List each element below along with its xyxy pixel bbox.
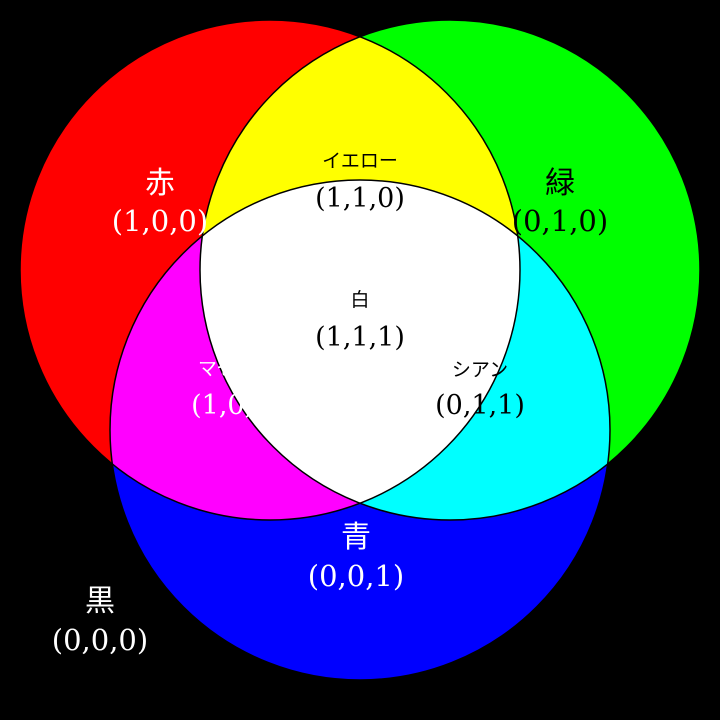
cyan-label-code: (0,1,1) xyxy=(435,390,525,421)
blue-label-code: (0,0,1) xyxy=(308,559,404,593)
magenta-label-name: マゼンタ xyxy=(198,358,274,380)
red-label-name: 赤 xyxy=(145,166,175,201)
black-label-code: (0,0,0) xyxy=(52,623,148,657)
cyan-label-name: シアン xyxy=(452,359,508,381)
white-label-code: (1,1,1) xyxy=(315,322,405,353)
blue-label-name: 青 xyxy=(341,520,371,555)
white-overlap xyxy=(200,180,520,520)
black-label-name: 黒 xyxy=(85,584,115,619)
yellow-label-name: イエロー xyxy=(322,150,398,172)
green-circle-outline xyxy=(199,19,701,521)
red-label-code: (1,0,0) xyxy=(112,204,208,238)
magenta-label-code: (1,0,1) xyxy=(191,390,281,421)
green-label-name: 緑 xyxy=(545,166,575,201)
green-label-code: (0,1,0) xyxy=(512,204,608,238)
red-circle-outline xyxy=(19,19,521,521)
blue-circle-outline xyxy=(109,179,611,681)
white-label-name: 白 xyxy=(350,289,369,311)
yellow-label-code: (1,1,0) xyxy=(315,183,405,214)
